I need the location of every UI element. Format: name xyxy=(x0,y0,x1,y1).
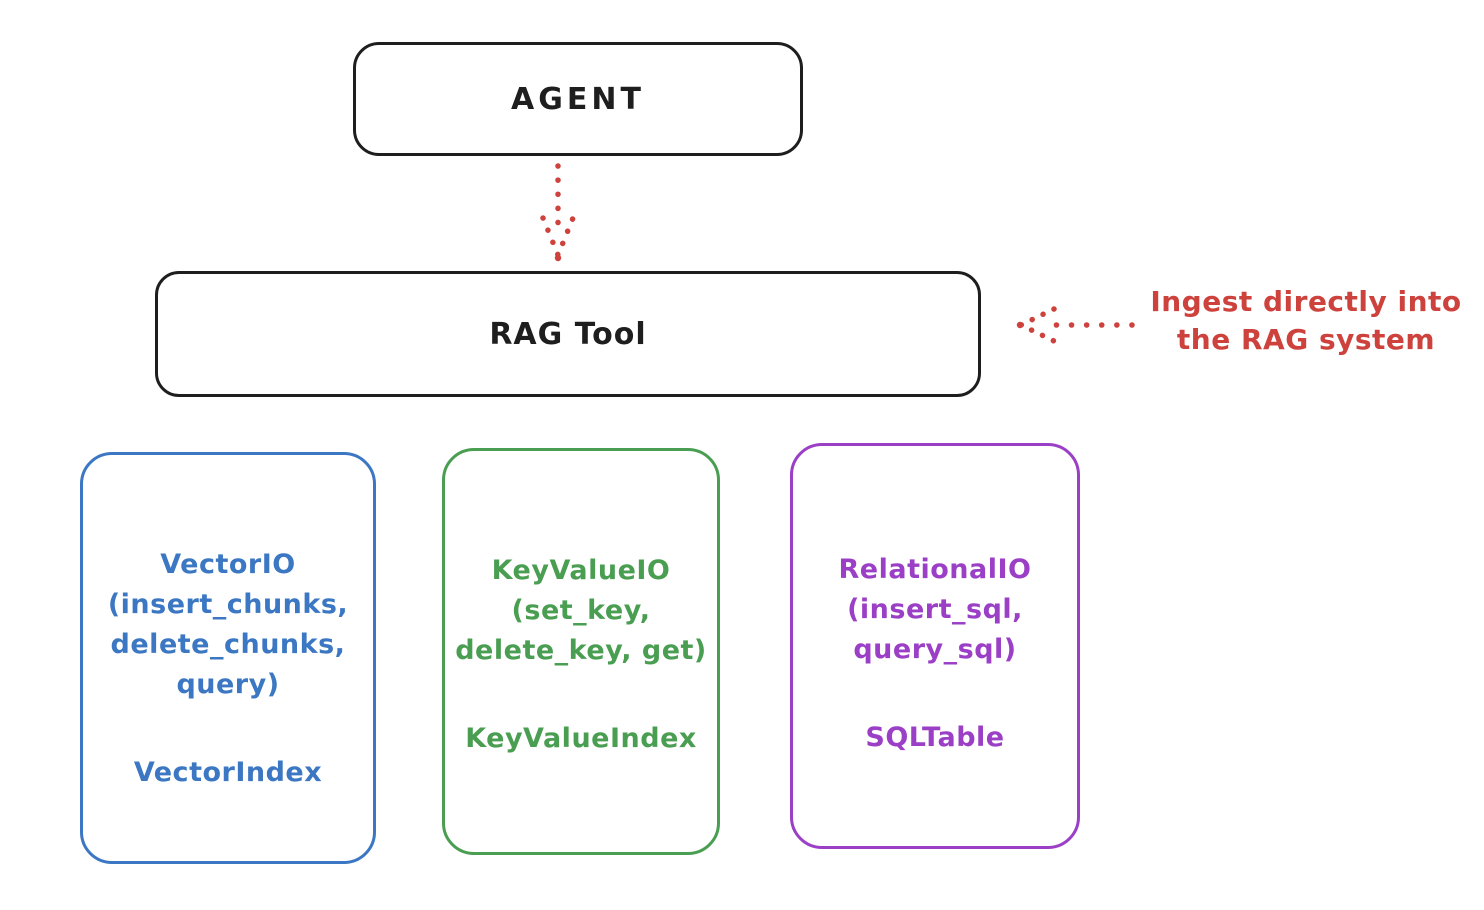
ingest-annotation: Ingest directly into the RAG system xyxy=(1135,283,1477,359)
keyvalueio-line: KeyValueIO xyxy=(491,555,671,586)
agent-label: AGENT xyxy=(511,81,645,117)
vectorindex-label: VectorIndex xyxy=(133,757,323,788)
keyvalueio-lines: KeyValueIO (set_key, delete_key, get) xyxy=(445,551,717,671)
agent-to-ragtool-arrow xyxy=(540,163,576,262)
ingest-annotation-line2: the RAG system xyxy=(1176,323,1436,356)
keyvalueio-line: (set_key, xyxy=(511,595,651,626)
vectorio-lines: VectorIO (insert_chunks, delete_chunks, … xyxy=(83,545,373,705)
keyvalueio-line: delete_key, get) xyxy=(455,635,707,666)
relationalio-line: (insert_sql, xyxy=(847,594,1023,625)
arrow-tip-dot xyxy=(554,254,562,262)
vectorio-line: query) xyxy=(176,669,280,700)
relationalio-line: query_sql) xyxy=(853,634,1017,665)
rag-tool-label: RAG Tool xyxy=(489,316,647,352)
ingest-arrow-head xyxy=(1018,306,1057,344)
relationalio-lines: RelationalIO (insert_sql, query_sql) xyxy=(793,550,1077,670)
agent-node: AGENT xyxy=(353,42,803,156)
rag-tool-node: RAG Tool xyxy=(155,271,981,397)
vectorio-line: delete_chunks, xyxy=(110,629,346,660)
ingest-annotation-line1: Ingest directly into xyxy=(1150,285,1462,318)
ingest-arrow xyxy=(1016,306,1135,344)
sqltable-label: SQLTable xyxy=(865,722,1005,753)
vectorio-box: VectorIO (insert_chunks, delete_chunks, … xyxy=(80,452,376,864)
relationalio-line: RelationalIO xyxy=(838,554,1032,585)
keyvalueindex-label: KeyValueIndex xyxy=(465,723,697,754)
keyvalueio-box: KeyValueIO (set_key, delete_key, get) Ke… xyxy=(442,448,720,855)
vectorio-line: VectorIO xyxy=(160,549,296,580)
ingest-arrow-tip-dot xyxy=(1016,321,1024,329)
vectorio-line: (insert_chunks, xyxy=(107,589,349,620)
relationalio-box: RelationalIO (insert_sql, query_sql) SQL… xyxy=(790,443,1080,849)
